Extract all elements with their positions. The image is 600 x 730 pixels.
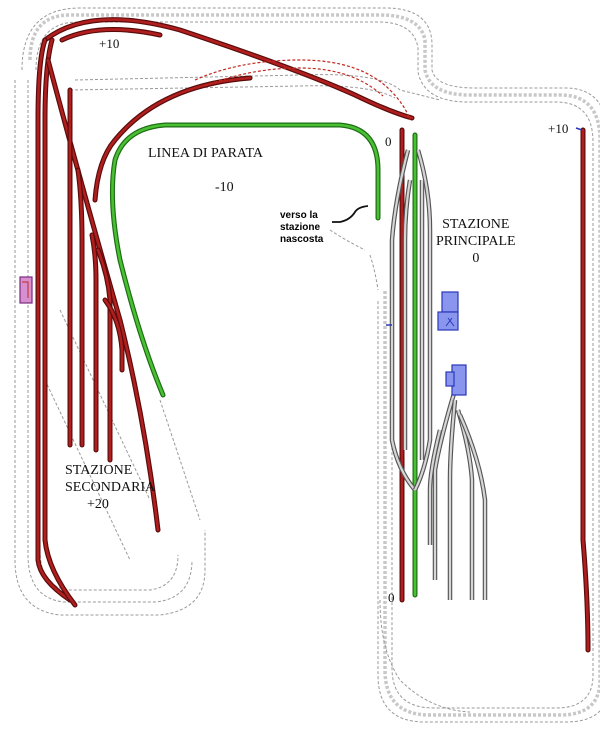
level-label-zero-top: 0 — [385, 134, 392, 149]
upper-hidden-link — [194, 59, 411, 121]
building-main-2 — [445, 364, 467, 396]
level-label-right: +10 — [548, 121, 569, 136]
secondary-station-label: STAZIONE SECONDARIA +20 — [65, 463, 156, 512]
building-secondary — [19, 276, 33, 304]
hidden-station-note: verso la stazione nascosta — [280, 210, 324, 245]
parade-line — [109, 122, 418, 598]
upper-level-tracks — [35, 17, 591, 653]
main-station-tracks — [389, 149, 488, 600]
hidden-tracks — [14, 7, 600, 723]
level-label-zero-bottom: 0 — [388, 590, 395, 605]
parade-line-title: LINEA DI PARATA — [148, 146, 264, 161]
parade-line-level: -10 — [215, 180, 234, 195]
main-station-label: STAZIONE PRINCIPALE 0 — [436, 217, 516, 266]
level-label-top-left: +10 — [99, 36, 120, 51]
hidden-station-link — [332, 205, 369, 223]
building-main-1 — [437, 291, 459, 331]
marker-arrow-2 — [575, 127, 583, 131]
